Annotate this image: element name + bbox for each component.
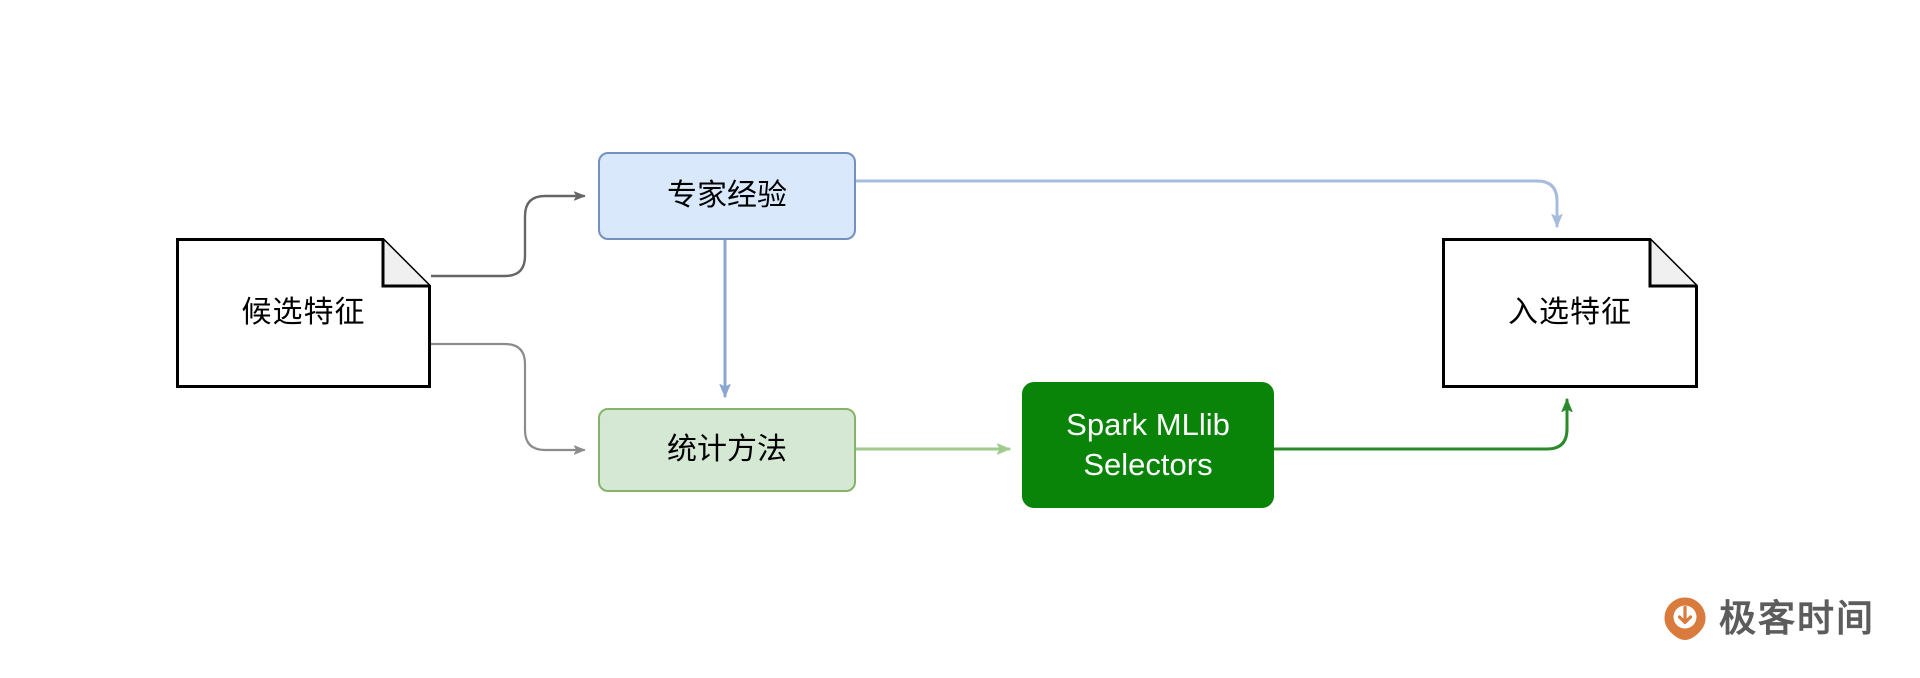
node-spark-mllib-selectors[interactable]: Spark MLlib Selectors (1022, 382, 1274, 508)
node-expert-experience[interactable]: 专家经验 (598, 152, 856, 240)
node-label: 候选特征 (241, 295, 366, 329)
edge-candidate-to-statistic (429, 342, 586, 450)
node-selected-features[interactable]: 入选特征 (1442, 238, 1698, 388)
edge-candidate-to-expert (429, 196, 586, 278)
document-shape-icon (1442, 238, 1698, 388)
document-shape-icon (176, 238, 431, 388)
node-label: 专家经验 (667, 178, 787, 212)
watermark-text: 极客时间 (1719, 597, 1875, 639)
node-label: Spark MLlib Selectors (1066, 406, 1230, 482)
edge-expert-to-selected (854, 179, 1557, 228)
node-label: 统计方法 (667, 432, 787, 466)
geektime-logo-icon (1664, 597, 1706, 640)
node-statistical-methods[interactable]: 统计方法 (598, 408, 856, 492)
edge-spark-to-selected (1272, 398, 1567, 451)
node-label: 入选特征 (1508, 295, 1632, 329)
watermark: 极客时间 (1663, 596, 1875, 640)
node-candidate-features[interactable]: 候选特征 (176, 238, 431, 388)
